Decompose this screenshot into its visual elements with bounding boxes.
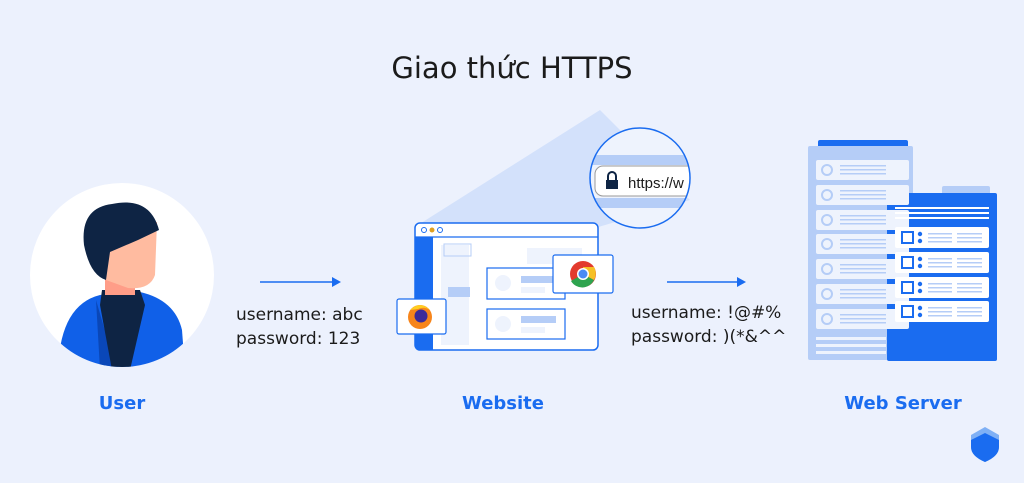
server-header-line bbox=[895, 212, 989, 214]
lock-icon bbox=[606, 171, 618, 189]
user-label: User bbox=[99, 393, 146, 414]
server-vent bbox=[816, 351, 886, 354]
url-text: https://w bbox=[628, 175, 684, 192]
arrow-right-icon bbox=[260, 277, 341, 287]
page-title: Giao thức HTTPS bbox=[391, 51, 632, 85]
website-label: Website bbox=[462, 393, 544, 414]
firefox-icon bbox=[396, 298, 447, 335]
server-header-line bbox=[895, 217, 989, 219]
magnifier-address-bar: https://w bbox=[589, 127, 691, 229]
shield-logo-icon bbox=[971, 427, 999, 462]
server-vent bbox=[816, 337, 886, 340]
user-avatar-icon bbox=[30, 183, 214, 367]
server-vent bbox=[816, 344, 886, 347]
encrypted-password: password: )(*&^^ bbox=[631, 327, 786, 347]
server-label: Web Server bbox=[844, 393, 962, 414]
server-header-line bbox=[895, 207, 989, 209]
encrypted-username: username: !@#% bbox=[631, 303, 781, 323]
plain-password: password: 123 bbox=[236, 329, 360, 349]
plain-username: username: abc bbox=[236, 305, 363, 325]
chrome-icon bbox=[552, 254, 614, 294]
arrow-right-icon bbox=[667, 277, 746, 287]
server-icon bbox=[808, 140, 997, 361]
